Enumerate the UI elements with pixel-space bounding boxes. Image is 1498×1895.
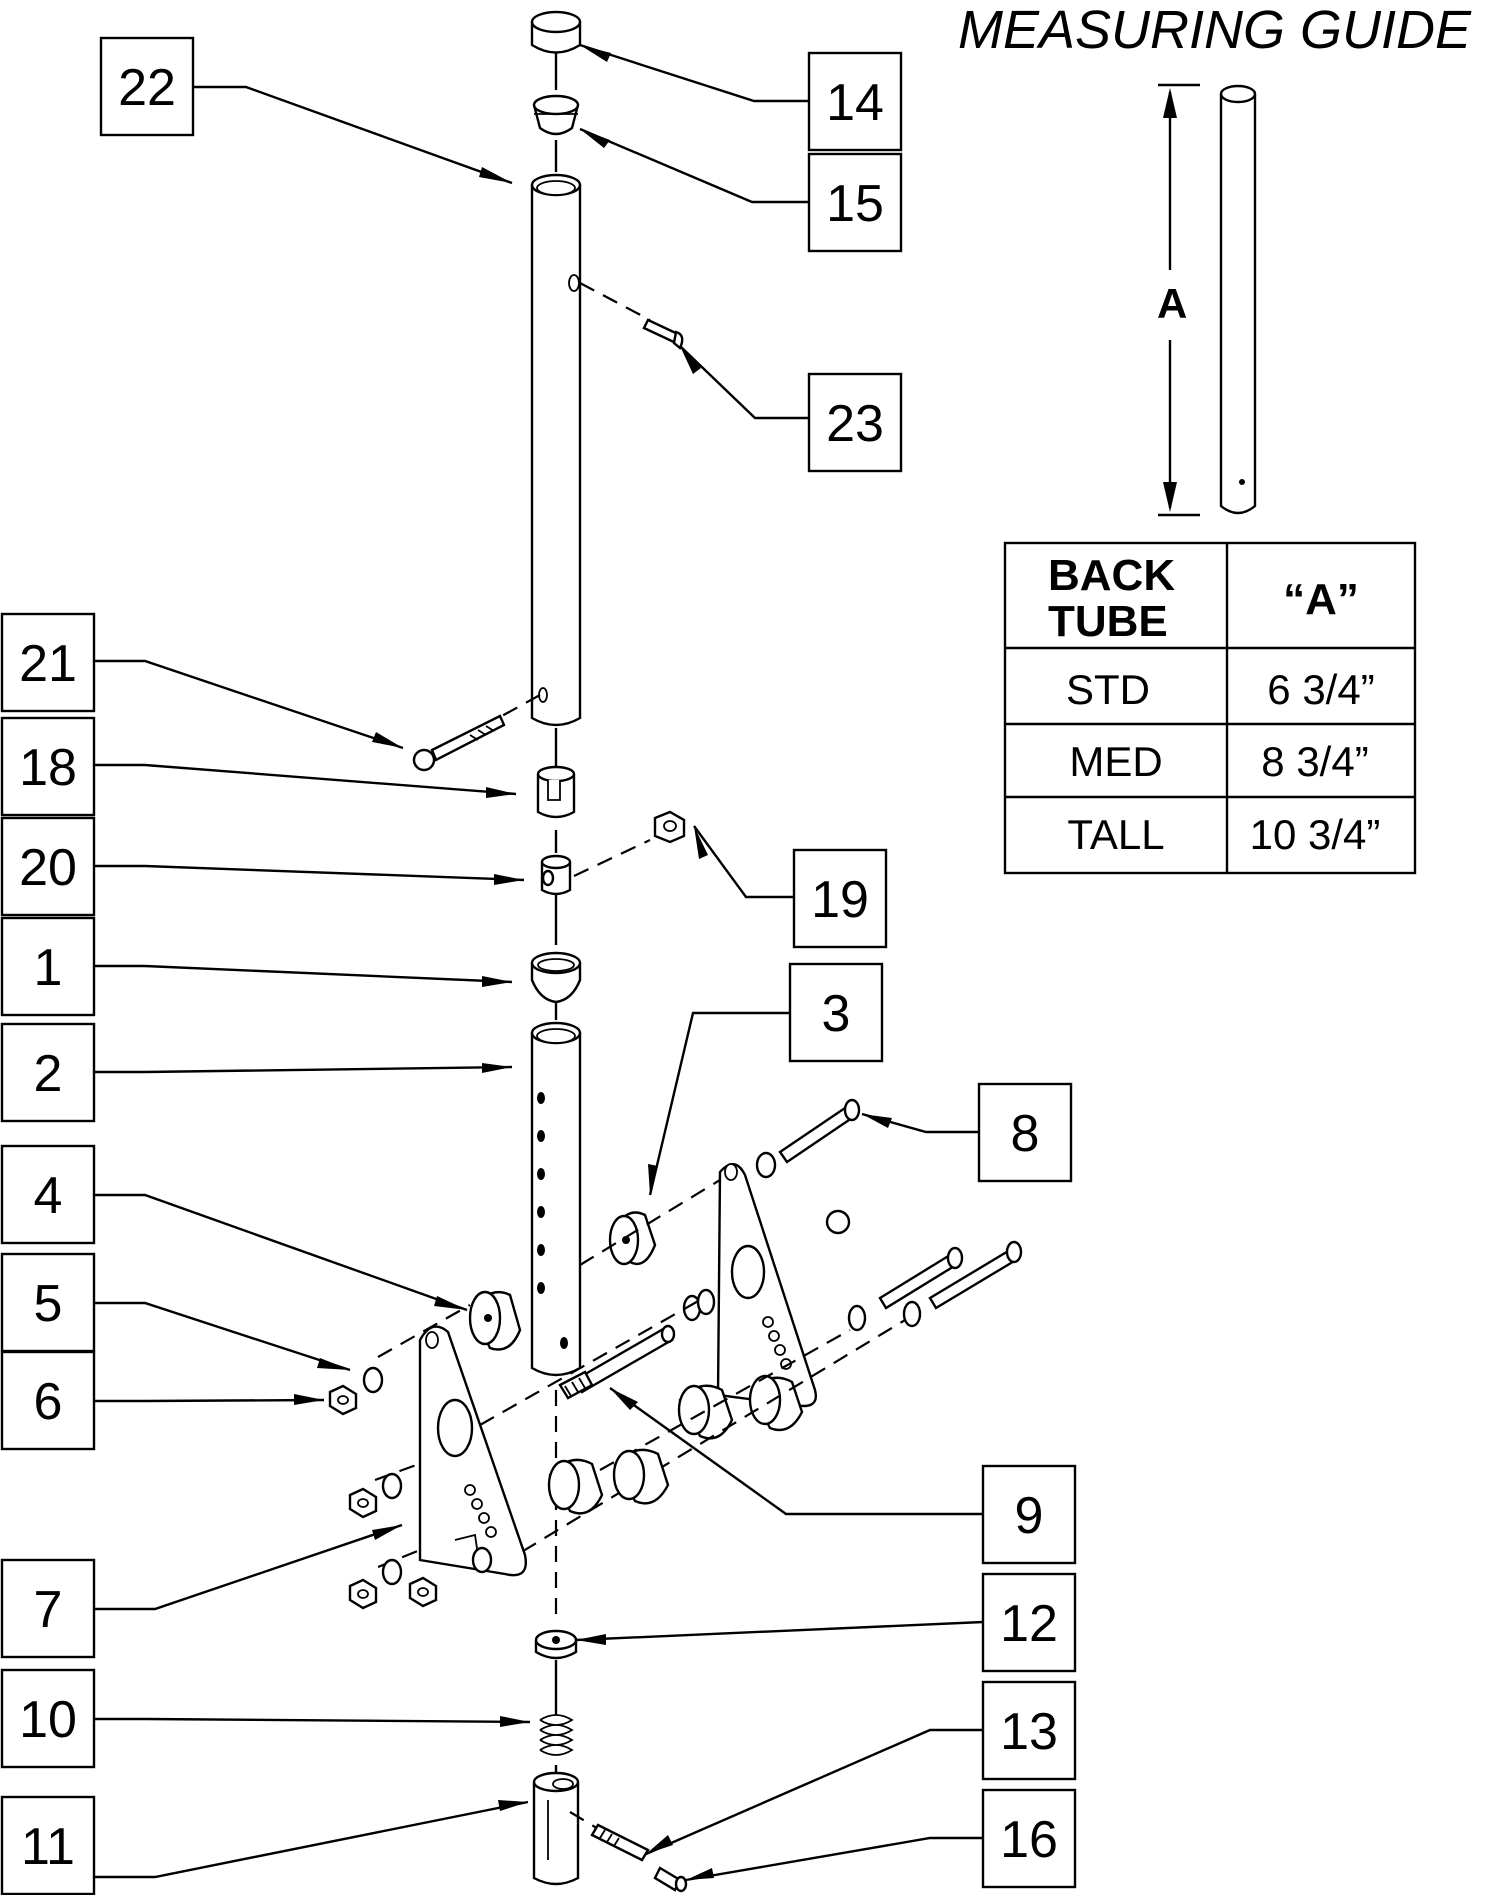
callout-18: 18 (0, 716, 96, 817)
left-side-plate-part-7 (418, 1325, 527, 1577)
left-side-washers-nuts (348, 1472, 493, 1610)
table-header-tube: TUBE (1048, 597, 1168, 646)
collar-part-18 (536, 765, 576, 819)
table-header-a: “A” (1283, 575, 1359, 624)
callout-number: 2 (34, 1045, 63, 1103)
callout-13: 13 (981, 1680, 1077, 1781)
lower-tube-part-2 (530, 1021, 582, 1377)
plug-part-16 (532, 94, 580, 136)
right-side-plate (716, 1163, 817, 1408)
dimension-label: A (1157, 280, 1187, 327)
callout-number: 18 (19, 739, 77, 797)
leader-arrowheads (294, 45, 892, 1880)
callout-4: 4 (0, 1144, 96, 1245)
callout-15: 14 (807, 51, 903, 152)
callout-10: 10 (0, 1668, 96, 1769)
assembly-dashed-lines (374, 1179, 906, 1569)
callout-1: 1 (0, 916, 96, 1017)
spacer-part-4 (468, 1290, 522, 1351)
table-header-back: BACK (1048, 551, 1175, 600)
callout-number: 1 (34, 939, 63, 997)
nut-part-19 (573, 810, 686, 877)
table-cell: MED (1069, 738, 1162, 785)
bolt-part-8 (778, 1098, 861, 1164)
right-plate-spacers (677, 1374, 804, 1440)
table-cell: 10 3/4” (1250, 811, 1381, 858)
screw-part-23 (579, 282, 684, 350)
callout-3: 3 (788, 962, 884, 1063)
callout-number: 19 (811, 871, 869, 929)
callout-16: 15 (807, 152, 903, 253)
pin-part-13 (569, 1811, 650, 1862)
callout-number: 16 (1000, 1811, 1058, 1869)
callout-number: 8 (1011, 1105, 1040, 1163)
callout-number: 22 (118, 59, 176, 117)
callout-19: 19 (792, 848, 888, 949)
callout-8: 8 (977, 1082, 1073, 1183)
right-side-washers-nuts (682, 1151, 922, 1332)
spacer-part-3 (608, 1211, 657, 1266)
callout-number: 13 (1000, 1703, 1058, 1761)
washer-part-5 (362, 1366, 384, 1394)
callout-number: 14 (826, 74, 884, 132)
dimension-a: A (1157, 83, 1200, 517)
leader-lines (94, 43, 984, 1882)
right-side-bolts (878, 1240, 1023, 1310)
callout-12: 12 (981, 1572, 1077, 1673)
callout-7: 7 (0, 1558, 96, 1659)
callout-9: 9 (981, 1464, 1077, 1565)
callout-number: 21 (19, 635, 77, 693)
callout-21: 21 (0, 612, 96, 713)
callout-number: 3 (822, 985, 851, 1043)
back-tube-part-22 (530, 173, 582, 727)
measuring-guide-title: MEASURING GUIDE (958, 0, 1472, 60)
back-tube-guide-illustration (1219, 84, 1257, 515)
cap-part-14 (653, 1866, 688, 1893)
nut-part-6 (328, 1384, 358, 1416)
callout-number: 15 (826, 175, 884, 233)
callout-number: 4 (34, 1167, 63, 1225)
bushing-part-20 (540, 854, 572, 896)
callout-23: 23 (807, 372, 903, 473)
callout-22: 22 (99, 36, 195, 137)
callout-20: 20 (0, 816, 96, 917)
callout-number: 6 (34, 1373, 63, 1431)
callout-14: 16 (981, 1788, 1077, 1889)
left-plate-spacers (547, 1448, 670, 1515)
callout-number: 20 (19, 839, 77, 897)
table-cell: STD (1066, 666, 1150, 713)
callout-number: 10 (19, 1691, 77, 1749)
bolt-part-21 (412, 694, 541, 772)
callout-6: 6 (0, 1350, 96, 1451)
callout-number: 5 (34, 1275, 63, 1333)
bumper-part-12 (534, 1629, 578, 1660)
axle-part-9 (558, 1324, 676, 1400)
callout-number: 11 (21, 1818, 75, 1876)
spring-part-10 (539, 1714, 574, 1756)
cap-part-15 (530, 10, 582, 54)
callout-number: 23 (826, 395, 884, 453)
back-tube-table: BACK TUBE “A” STD 6 3/4” MED 8 3/4” TALL… (1003, 541, 1417, 875)
table-cell: 6 3/4” (1267, 666, 1374, 713)
bushing-part-1 (530, 951, 582, 1004)
callout-number: 12 (1000, 1595, 1058, 1653)
callout-2: 2 (0, 1022, 96, 1123)
callout-number: 9 (1015, 1487, 1044, 1545)
table-cell: 8 3/4” (1261, 738, 1368, 785)
sleeve-part-11 (532, 1771, 580, 1886)
callout-number: 7 (34, 1581, 63, 1639)
callout-5: 5 (0, 1252, 96, 1353)
table-cell: TALL (1067, 811, 1164, 858)
callout-11: 11 (0, 1795, 96, 1895)
